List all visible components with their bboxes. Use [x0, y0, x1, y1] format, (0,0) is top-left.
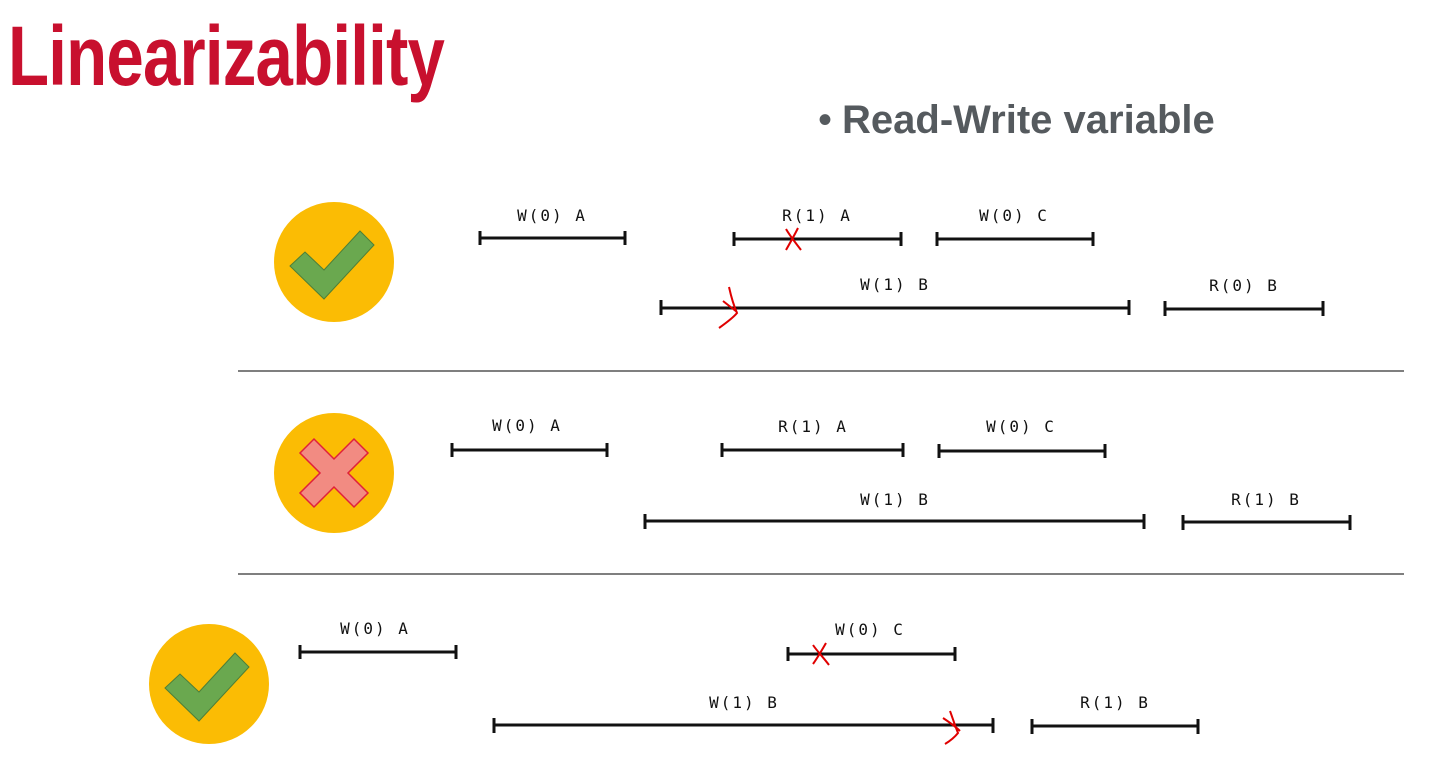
bullet-point: •Read-Write variable — [818, 96, 1215, 144]
operation-interval: R(1) B — [1181, 490, 1352, 530]
verdict-badge — [274, 413, 394, 533]
operation-interval: W(0) A — [298, 619, 458, 659]
linearization-point-mark — [812, 642, 830, 666]
check-icon — [289, 230, 375, 300]
operation-label: R(1) A — [782, 206, 852, 225]
bullet-dot: • — [818, 98, 833, 142]
history-1: W(0) A R(1) A W(0) C W(1) B R(0) B — [274, 202, 1325, 329]
operation-interval: W(0) C — [935, 206, 1095, 246]
verdict-badge — [274, 202, 394, 322]
operation-label: W(0) C — [986, 417, 1056, 436]
linearization-point-mark — [718, 286, 739, 329]
check-icon — [164, 652, 250, 722]
operation-label: W(0) A — [517, 206, 587, 225]
operation-interval: R(1) A — [720, 417, 905, 457]
operation-interval: W(0) C — [937, 417, 1107, 458]
operation-label: W(0) C — [835, 620, 905, 639]
operation-interval: W(1) B — [492, 693, 995, 745]
history-2: W(0) A R(1) A W(0) C W(1) B R(1) B — [274, 413, 1352, 533]
operation-interval: R(1) B — [1030, 693, 1200, 734]
operation-interval: W(1) B — [643, 490, 1146, 529]
operation-interval: W(1) B — [659, 275, 1131, 329]
operation-label: W(1) B — [860, 275, 930, 294]
linearization-point-mark — [942, 710, 961, 745]
operation-label: W(1) B — [709, 693, 779, 712]
operation-interval: R(0) B — [1163, 276, 1325, 316]
operation-label: R(0) B — [1209, 276, 1279, 295]
history-3: W(0) A W(0) C W(1) B R(1) B — [149, 619, 1200, 745]
operation-label: W(1) B — [860, 490, 930, 509]
operation-label: R(1) B — [1231, 490, 1301, 509]
verdict-badge — [149, 624, 269, 744]
cross-icon — [298, 437, 370, 509]
operation-interval: W(0) A — [478, 206, 627, 245]
operation-label: R(1) A — [778, 417, 848, 436]
operation-interval: R(1) A — [732, 206, 903, 251]
linearization-point-mark — [785, 227, 802, 251]
operation-interval: W(0) A — [450, 416, 609, 457]
slide-title: Linearizability — [8, 9, 445, 103]
operation-label: W(0) C — [979, 206, 1049, 225]
operation-label: R(1) B — [1080, 693, 1150, 712]
operation-interval: W(0) C — [786, 620, 957, 666]
operation-label: W(0) A — [340, 619, 410, 638]
bullet-text: Read-Write variable — [842, 98, 1215, 142]
operation-label: W(0) A — [492, 416, 562, 435]
